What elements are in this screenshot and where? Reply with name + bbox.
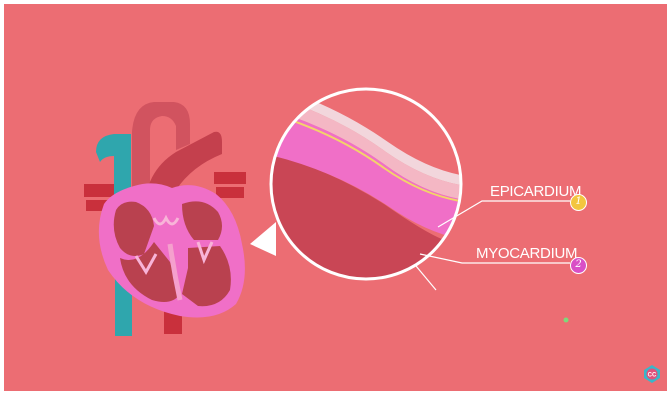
video-frame: EPICARDIUM 1 MYOCARDIUM 2 CC	[4, 4, 667, 391]
magnifier	[250, 84, 476, 294]
epicardium-number-badge: 1	[570, 194, 587, 211]
magnifier-pointer	[250, 222, 276, 256]
lens-to-heart-leader	[416, 266, 436, 290]
myocardium-number-badge: 2	[570, 257, 587, 274]
right-vessel-lower	[216, 187, 244, 198]
green-dot	[564, 318, 569, 323]
crash-course-logo-icon: CC	[642, 364, 662, 384]
heart-illustration	[84, 102, 246, 336]
myocardium-label: MYOCARDIUM	[476, 246, 577, 261]
epicardium-label: EPICARDIUM	[490, 184, 581, 199]
right-vessel-upper	[214, 172, 246, 184]
logo-text: CC	[648, 373, 657, 379]
